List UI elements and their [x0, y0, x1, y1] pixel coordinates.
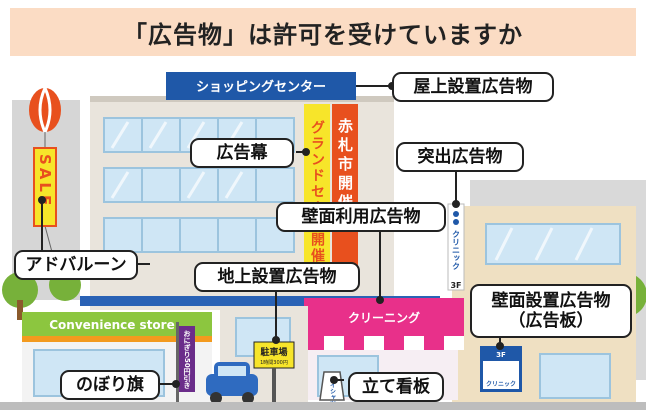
- label-wall-board-line2: （広告板）: [508, 311, 594, 331]
- label-wall-board: 壁面設置広告物 （広告板）: [470, 284, 632, 338]
- curtain-yellow-text: グランドセール開催: [309, 119, 325, 264]
- rooftop-banner: [166, 72, 356, 100]
- label-curtain: 広告幕: [190, 138, 294, 168]
- sale-banner-text: SALE: [36, 154, 54, 208]
- vertical-red-sign: [332, 104, 358, 274]
- clinic-vertical-floor: 3F: [450, 281, 461, 290]
- nobori-flag: [179, 326, 195, 392]
- label-wall-board-line1: 壁面設置広告物: [491, 290, 611, 311]
- leader-lines: [38, 82, 504, 388]
- stand-board-text: ワイシャツ: [329, 376, 336, 406]
- clinic-vertical-text: クリニック: [452, 230, 461, 270]
- cleaning-sign: [304, 298, 464, 336]
- parking-sign-text: 駐車場: [260, 346, 287, 358]
- curtain-yellow: [304, 104, 330, 284]
- label-ad-balloon: アドバルーン: [14, 250, 138, 280]
- cleaning-sign-text: クリーニング: [348, 310, 420, 325]
- convenience-sign-text: Convenience store: [49, 318, 175, 332]
- rooftop-banner-text: ショッピングセンター: [196, 79, 326, 95]
- page-title: 「広告物」は許可を受けていますか: [123, 20, 523, 49]
- label-wall-use: 壁面利用広告物: [276, 202, 446, 232]
- parking-sign-sub: 1時間300円: [260, 360, 288, 366]
- tree-left: [2, 272, 38, 320]
- label-stand: 立て看板: [348, 372, 444, 402]
- clinic-board-floor: 3F: [496, 351, 506, 359]
- label-ground: 地上設置広告物: [194, 262, 360, 292]
- title-bar: 「広告物」は許可を受けていますか: [10, 8, 636, 56]
- label-nobori: のぼり旗: [60, 370, 160, 400]
- main-building-windows: [103, 117, 295, 253]
- car: [206, 362, 258, 404]
- label-rooftop: 屋上設置広告物: [392, 72, 554, 102]
- ad-balloon: [29, 87, 61, 253]
- label-protruding: 突出広告物: [396, 142, 524, 172]
- sale-banner: [33, 147, 57, 227]
- cleaning-awning: [304, 336, 464, 350]
- parking-sign: [253, 341, 295, 369]
- clinic-board-text: クリニック: [486, 380, 516, 388]
- nobori-flag-text: おにぎり50円引き: [183, 330, 191, 390]
- vertical-red-sign-text: 赤札市開催: [336, 117, 354, 213]
